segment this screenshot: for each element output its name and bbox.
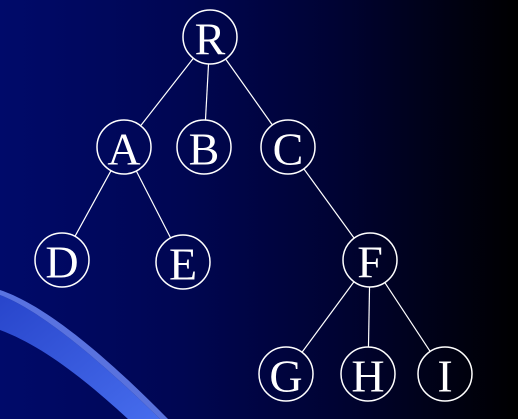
node-label: F xyxy=(357,237,383,288)
node-i: I xyxy=(417,346,473,402)
node-label: A xyxy=(107,124,140,175)
node-circle xyxy=(155,234,211,290)
node-f: F xyxy=(342,232,398,288)
node-label: B xyxy=(189,124,220,175)
node-circle xyxy=(342,232,398,288)
edge-r-b xyxy=(204,63,210,121)
node-g: G xyxy=(258,346,314,402)
tree-edges xyxy=(74,57,431,353)
edge-c-f xyxy=(303,168,355,239)
node-label: I xyxy=(437,351,452,402)
node-label: D xyxy=(45,237,78,288)
node-e: E xyxy=(155,234,211,290)
node-circle xyxy=(176,119,232,175)
node-a: A xyxy=(96,119,152,175)
edge-r-a xyxy=(140,57,194,127)
edge-f-h xyxy=(367,286,371,348)
node-circle xyxy=(34,232,90,288)
node-circle xyxy=(417,346,473,402)
node-circle xyxy=(340,346,396,402)
node-circle xyxy=(258,346,314,402)
node-h: H xyxy=(340,346,396,402)
edge-a-d xyxy=(74,170,112,237)
edge-f-g xyxy=(301,281,355,353)
node-circle xyxy=(96,119,152,175)
node-circle xyxy=(260,119,316,175)
node-label: C xyxy=(273,124,304,175)
decorative-swoosh xyxy=(0,295,160,419)
node-b: B xyxy=(176,119,232,175)
decorative-swoosh-highlight xyxy=(0,290,168,419)
node-d: D xyxy=(34,232,90,288)
node-c: C xyxy=(260,119,316,175)
node-label: H xyxy=(351,351,384,402)
node-label: R xyxy=(195,14,226,65)
node-circle xyxy=(182,9,238,65)
edge-r-c xyxy=(225,58,273,126)
edge-f-i xyxy=(384,282,431,352)
node-label: G xyxy=(269,351,302,402)
edge-a-e xyxy=(135,170,172,239)
node-r: R xyxy=(182,9,238,65)
node-label: E xyxy=(169,239,197,290)
